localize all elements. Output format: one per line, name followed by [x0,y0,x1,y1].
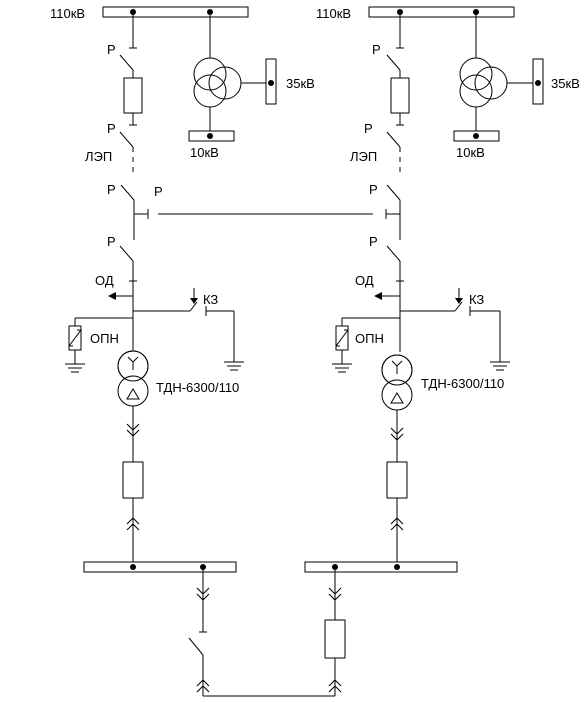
separator-label: ОД [95,273,114,288]
short-circuiter-blade [454,301,463,312]
bus-110kv-label-right: 110кВ [316,6,351,21]
circuit-breaker [122,461,144,499]
circuit-breaker [386,461,408,499]
ground-icon [332,363,352,373]
line-label: ЛЭП [85,149,112,164]
disconnector-label: Р [107,42,116,57]
transformer-tdn [117,350,149,407]
right-circuit: 110кВ Р Р ЛЭП Р Р ОД КЗ [316,6,515,562]
disconnector-blade [188,637,204,656]
separator-arrow-icon [374,292,382,300]
top-transformer-left [188,12,277,142]
disconnector-blade [119,131,134,148]
plug-connector-icon [390,427,404,441]
ground-icon [490,361,510,371]
bus-35kv-label-right: 35кВ [551,76,580,91]
short-circuiter-arrow-icon [455,298,463,304]
plug-connector-icon [328,587,342,601]
disconnector-blade [119,54,134,71]
disconnector-label: Р [107,182,116,197]
disconnector-label: Р [364,121,373,136]
bus-35kv-label-left: 35кВ [286,76,315,91]
plug-connector-icon [196,679,210,693]
bus-110kv-left [102,6,249,18]
disconnector-label: Р [372,42,381,57]
bus-110kv-label-left: 110кВ [50,6,85,21]
disconnector-blade [386,245,401,262]
bus-110kv-right [368,6,515,18]
bus-coupler-switch-branch [188,567,210,696]
plug-connector-icon [328,679,342,693]
plug-connector-icon [126,423,140,437]
disconnector-blade [386,131,401,148]
disconnector-label: Р [154,184,163,199]
disconnector-label: Р [369,234,378,249]
disconnector-label: Р [107,121,116,136]
arrester-label: ОПН [90,331,119,346]
transformer-tdn [381,354,413,411]
disconnector-blade [386,54,401,71]
ground-icon [65,363,85,373]
disconnector-label: Р [369,182,378,197]
left-circuit: 110кВ Р Р ЛЭП Р Р Р ОД [50,6,249,562]
bottom-bus-left [83,561,237,573]
disconnector-label: Р [107,234,116,249]
plug-connector-icon [390,517,404,531]
bottom-bus-right [304,561,458,573]
short-circuiter-arrow-icon [190,298,198,304]
plug-connector-icon [196,587,210,601]
separator-arrow-icon [108,292,116,300]
transformer-label: ТДН-6300/110 [156,380,239,395]
bus-10kv-label-left: 10кВ [190,145,219,160]
bus-coupler-breaker-branch [324,567,346,696]
top-transformer-right [453,12,544,142]
arrester-label: ОПН [355,331,384,346]
disconnector-blade [386,184,401,201]
plug-connector-icon [126,517,140,531]
circuit-breaker [390,77,410,114]
disconnector-blade [119,245,134,262]
short-circuiter-blade [189,301,198,312]
transformer-label: ТДН-6300/110 [421,376,504,391]
line-label: ЛЭП [350,149,377,164]
short-circuiter-label: КЗ [469,292,484,307]
separator-label: ОД [355,273,374,288]
ground-icon [224,361,244,371]
short-circuiter-label: КЗ [203,292,218,307]
bus-10kv-label-right: 10кВ [456,145,485,160]
circuit-breaker [324,619,346,659]
disconnector-blade [120,184,135,201]
circuit-breaker [123,77,143,114]
